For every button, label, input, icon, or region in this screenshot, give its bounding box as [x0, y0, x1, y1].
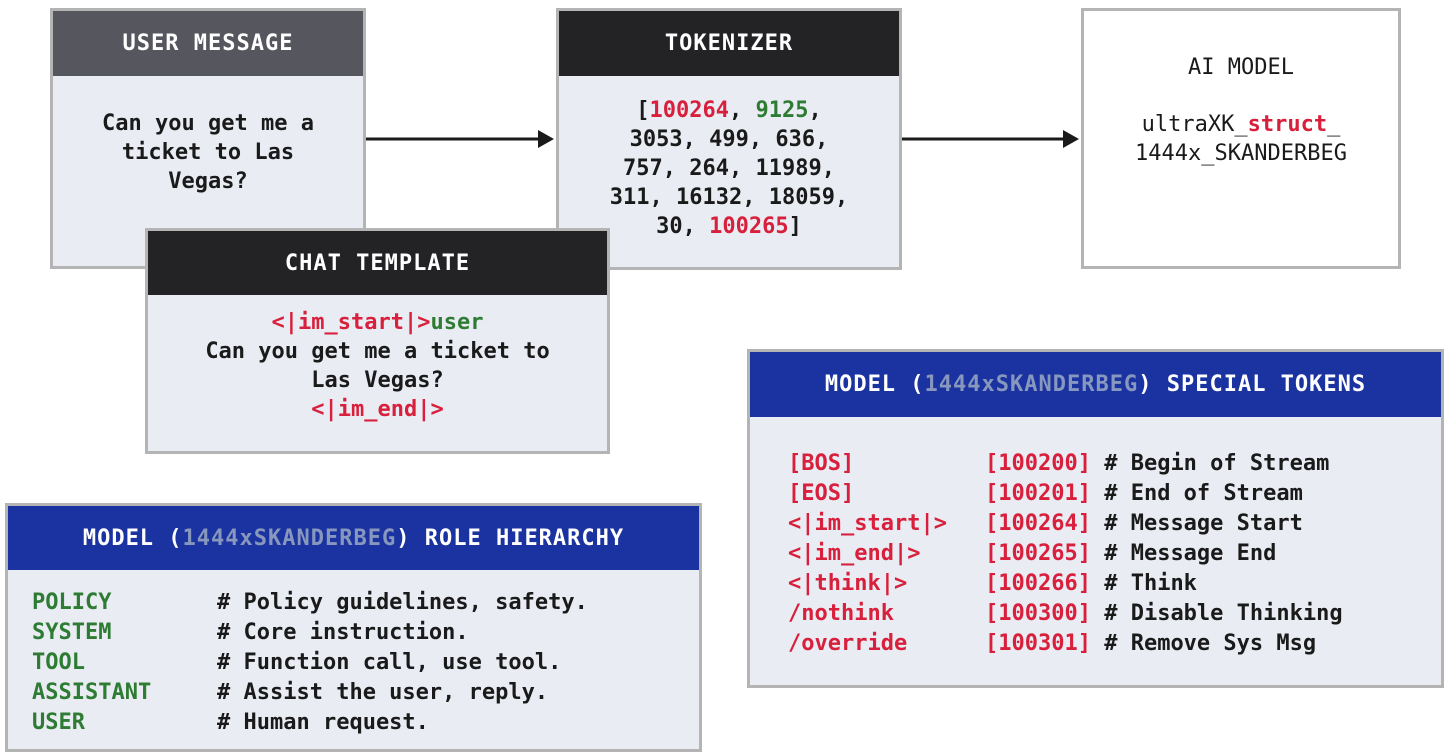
special-token-id: [100201] — [985, 481, 1091, 506]
token-line: 30, 100265] — [656, 212, 802, 241]
im-start-token: <|im_start|> — [271, 310, 431, 335]
role-hierarchy-title-model: 1444xSKANDERBEG — [182, 525, 397, 551]
special-token-id: [100266] — [985, 571, 1091, 596]
user-message-box: USER MESSAGE Can you get me a ticket to … — [50, 8, 366, 269]
role-row: POLICY # Policy guidelines, safety. — [32, 588, 588, 618]
special-token-desc: # Message Start — [1090, 511, 1303, 536]
token-im-end-id: 100265 — [709, 214, 789, 239]
special-token-row: /nothink [100300] # Disable Thinking — [788, 599, 1343, 629]
user-message-line: Can you get me a — [102, 110, 314, 136]
special-token-id: [100265] — [985, 541, 1091, 566]
token-line: 757, 264, 11989, — [623, 156, 835, 181]
role-row: SYSTEM # Core instruction. — [32, 618, 588, 648]
role-desc: # Human request. — [217, 710, 429, 735]
role-hierarchy-header: MODEL (1444xSKANDERBEG) ROLE HIERARCHY — [8, 506, 699, 570]
ai-model-box: AI MODEL ultraXK_struct_ 1444x_SKANDERBE… — [1081, 8, 1401, 269]
chat-template-line: <|im_start|>user — [272, 308, 484, 337]
special-token-name: [BOS] — [788, 451, 855, 476]
token-separator: , — [808, 98, 822, 123]
model-name-highlight: struct — [1247, 112, 1328, 137]
tokenizer-title: TOKENIZER — [664, 31, 794, 56]
special-token-row: <|think|> [100266] # Think — [788, 569, 1343, 599]
user-message-line: Vegas? — [168, 168, 248, 194]
role-hierarchy-title-post: ) ROLE HIERARCHY — [396, 525, 625, 551]
token-separator: , — [729, 98, 756, 123]
special-token-desc: # Think — [1090, 571, 1197, 596]
chat-template-header: CHAT TEMPLATE — [148, 231, 607, 295]
model-name-suffix: _ — [1327, 112, 1341, 137]
user-message-header: USER MESSAGE — [53, 11, 363, 76]
role-row: ASSISTANT # Assist the user, reply. — [32, 678, 588, 708]
role-desc: # Core instruction. — [217, 620, 469, 645]
special-token-id: [100301] — [985, 631, 1091, 656]
arrow-tokenizer-to-model — [902, 130, 1079, 148]
special-token-name: <|im_start|> — [788, 511, 947, 536]
special-tokens-list: [BOS] [100200] # Begin of Stream [EOS] [10… — [788, 449, 1343, 659]
token-prefix: 30, — [656, 214, 710, 239]
special-token-desc: # Remove Sys Msg — [1090, 631, 1317, 656]
token-user-id: 9125 — [755, 98, 809, 123]
special-token-id: [100200] — [985, 451, 1091, 476]
ai-model-title: AI MODEL — [1188, 55, 1294, 80]
role-hierarchy-list: POLICY # Policy guidelines, safety. SYSTE… — [32, 588, 588, 738]
special-token-name: <|im_end|> — [788, 541, 921, 566]
role-desc: # Policy guidelines, safety. — [217, 590, 588, 615]
token-line: 3053, 499, 636, — [629, 127, 829, 152]
special-token-desc: # Message End — [1090, 541, 1277, 566]
special-token-row: <|im_start|> [100264] # Message Start — [788, 509, 1343, 539]
special-token-row: /override [100301] # Remove Sys Msg — [788, 629, 1343, 659]
special-token-id: [100300] — [985, 601, 1091, 626]
chat-template-box: CHAT TEMPLATE <|im_start|>user Can you g… — [145, 228, 610, 454]
chat-template-line: Can you get me a ticket to — [205, 339, 550, 364]
special-token-desc: # End of Stream — [1090, 481, 1303, 506]
special-token-desc: # Begin of Stream — [1090, 451, 1330, 476]
bracket-close: ] — [788, 214, 802, 239]
role-desc: # Function call, use tool. — [217, 650, 562, 675]
special-token-desc: # Disable Thinking — [1090, 601, 1343, 626]
special-tokens-title-post: ) SPECIAL TOKENS — [1138, 372, 1367, 397]
token-im-start-id: 100264 — [649, 98, 729, 123]
special-tokens-title-pre: MODEL ( — [824, 372, 925, 397]
user-message-line: ticket to Las — [121, 139, 295, 165]
role-name: USER — [32, 710, 85, 735]
role-hierarchy-title-pre: MODEL ( — [82, 525, 183, 551]
role-hierarchy-box: MODEL (1444xSKANDERBEG) ROLE HIERARCHY P… — [5, 503, 702, 752]
special-tokens-header: MODEL (1444xSKANDERBEG) SPECIAL TOKENS — [750, 352, 1441, 417]
role-user: user — [430, 310, 484, 335]
tokenizer-header: TOKENIZER — [559, 11, 899, 76]
special-tokens-title-model: 1444xSKANDERBEG — [924, 372, 1139, 397]
token-line: [100264, 9125, — [636, 96, 821, 125]
special-token-row: <|im_end|> [100265] # Message End — [788, 539, 1343, 569]
ai-model-name-line: 1444x_SKANDERBEG — [1135, 141, 1347, 166]
role-row: USER # Human request. — [32, 708, 588, 738]
user-message-content: Can you get me a ticket to Las Vegas? — [53, 76, 363, 266]
chat-template-content: <|im_start|>user Can you get me a ticket… — [148, 295, 607, 451]
special-token-name: [EOS] — [788, 481, 855, 506]
ai-model-content: AI MODEL ultraXK_struct_ 1444x_SKANDERBE… — [1084, 11, 1398, 266]
chat-template-title: CHAT TEMPLATE — [284, 250, 471, 276]
role-name: POLICY — [32, 590, 112, 615]
im-end-token: <|im_end|> — [311, 397, 444, 422]
model-name-prefix: ultraXK_ — [1141, 112, 1248, 137]
special-token-row: [BOS] [100200] # Begin of Stream — [788, 449, 1343, 479]
user-message-title: USER MESSAGE — [122, 31, 294, 56]
token-line: 311, 16132, 18059, — [609, 185, 849, 210]
special-token-name: <|think|> — [788, 571, 908, 596]
role-row: TOOL # Function call, use tool. — [32, 648, 588, 678]
arrow-message-to-tokenizer — [366, 130, 554, 148]
special-token-name: /nothink — [788, 601, 894, 626]
special-token-id: [100264] — [985, 511, 1091, 536]
chat-template-line: Las Vegas? — [311, 368, 444, 393]
bracket-open: [ — [636, 98, 650, 123]
role-name: TOOL — [32, 650, 85, 675]
special-token-name: /override — [788, 631, 908, 656]
tokenizer-token-list: [100264, 9125, 3053, 499, 636, 757, 264,… — [559, 76, 899, 267]
ai-model-name-line: ultraXK_struct_ — [1142, 110, 1341, 139]
role-desc: # Assist the user, reply. — [217, 680, 549, 705]
role-name: ASSISTANT — [32, 680, 152, 705]
tokenizer-box: TOKENIZER [100264, 9125, 3053, 499, 636,… — [556, 8, 902, 270]
role-name: SYSTEM — [32, 620, 112, 645]
special-token-row: [EOS] [100201] # End of Stream — [788, 479, 1343, 509]
special-tokens-box: MODEL (1444xSKANDERBEG) SPECIAL TOKENS [… — [747, 349, 1444, 688]
